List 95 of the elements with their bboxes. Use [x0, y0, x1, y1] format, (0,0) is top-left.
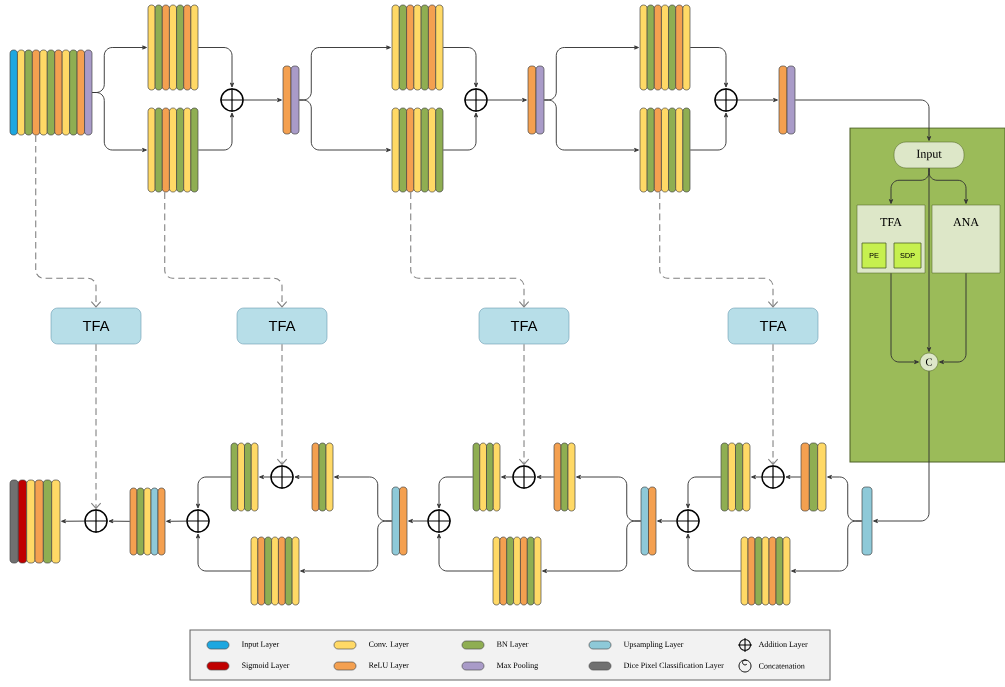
legend-label: Sigmoid Layer [242, 662, 290, 670]
layer-stack [720, 442, 751, 512]
layer-stack [740, 536, 791, 606]
layer-stack [147, 4, 199, 91]
arrow [298, 99, 391, 153]
arrow [442, 112, 479, 151]
addition-symbol [269, 464, 295, 490]
arrow [926, 167, 932, 352]
arrow [659, 191, 779, 308]
arrow [166, 519, 187, 524]
arrow [518, 343, 530, 466]
layer-stack [861, 486, 873, 556]
module-box: TFA [727, 307, 819, 345]
arrow [436, 476, 474, 509]
addition-symbol [463, 87, 489, 113]
layer-stack [391, 4, 444, 91]
arrow [785, 474, 802, 480]
arrow [259, 474, 271, 480]
arrow [767, 343, 779, 466]
arrow [685, 476, 722, 509]
layer-stack [9, 479, 61, 564]
layer-stack [800, 442, 827, 512]
arrow [61, 519, 85, 524]
layer-stack [147, 107, 199, 193]
arrow [657, 518, 677, 524]
arrow [685, 533, 742, 572]
layer-stack [640, 486, 657, 556]
addition-symbol [760, 464, 786, 490]
arrow [195, 476, 232, 509]
arrow [737, 97, 778, 103]
arrow [108, 519, 131, 524]
layer-stack [639, 107, 691, 193]
arrow [90, 343, 102, 510]
module-box: TFA [50, 307, 142, 345]
arrow [294, 474, 313, 480]
module-box: ANA [931, 204, 1001, 274]
legend-label: Dice Pixel Classification Layer [623, 662, 724, 670]
legend-label: Concatenation [758, 663, 805, 669]
arrow [543, 99, 639, 153]
layer-stack [391, 486, 408, 556]
arrow [410, 191, 530, 308]
legend-label: BN Layer [496, 641, 529, 649]
arrow [689, 112, 729, 151]
addition-symbol [713, 87, 739, 113]
arrow [195, 533, 252, 572]
module-box: TFA [478, 307, 570, 345]
addition-symbol [675, 508, 701, 534]
arrow [939, 272, 967, 365]
addition-symbol [83, 508, 109, 534]
legend-label: Addition Layer [758, 641, 808, 649]
arrow [791, 520, 863, 574]
legend-label: Conv. Layer [368, 641, 409, 649]
arrow [436, 533, 494, 572]
arrow [197, 112, 235, 151]
arrow [164, 191, 288, 308]
arrow [890, 272, 919, 365]
arrow [536, 474, 555, 480]
layer-stack [391, 107, 444, 193]
addition-symbol [219, 87, 245, 113]
module-box: TFA [236, 307, 328, 345]
arrow [276, 343, 288, 466]
layer-stack [492, 536, 542, 606]
legend-label: Input Layer [241, 641, 280, 649]
addition-symbol [426, 508, 452, 534]
layer-stack [527, 65, 545, 135]
arrow [689, 47, 729, 88]
legend-label: ReLU Layer [368, 662, 409, 670]
arrow [794, 99, 932, 141]
layer-stack [639, 4, 691, 91]
arrow [197, 47, 235, 88]
arrow [873, 370, 930, 524]
arrow [300, 520, 393, 574]
layer-stack [230, 442, 259, 512]
layer-stack [129, 487, 166, 556]
arrow [91, 92, 147, 153]
arrow [487, 97, 527, 103]
legend-label: Max Pooling [496, 662, 538, 670]
layer-stack [250, 536, 300, 606]
arrow [501, 474, 513, 480]
arrow [542, 520, 642, 574]
arrow [408, 518, 428, 524]
arrow [751, 474, 762, 480]
arrow [442, 47, 479, 88]
legend-label: Upsampling Layer [623, 641, 684, 649]
layer-stack [282, 65, 300, 135]
layer-stack [311, 442, 334, 512]
layer-stack [553, 442, 576, 512]
arrow [243, 97, 282, 103]
input-pill: Input [893, 141, 965, 169]
arrow [35, 134, 102, 308]
addition-symbol [185, 508, 211, 534]
layer-stack [778, 65, 796, 135]
addition-symbol [511, 464, 537, 490]
layer-stack [472, 442, 501, 512]
layer-stack [9, 49, 93, 136]
